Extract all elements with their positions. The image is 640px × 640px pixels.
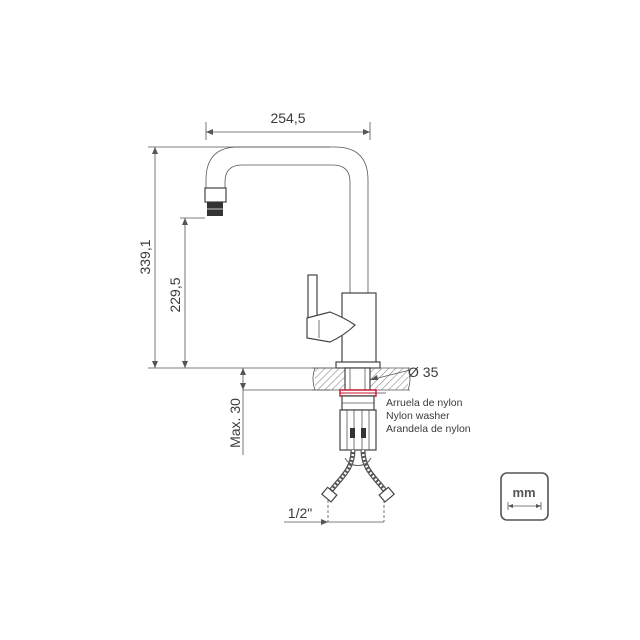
unit-label: mm: [512, 485, 535, 500]
lever-handle: [307, 274, 318, 320]
faucet: [204, 146, 381, 369]
fixing-nut: [339, 395, 377, 451]
total-height-label: 339,1: [137, 239, 153, 274]
hole-diameter-dimension: Ø 35: [369, 364, 439, 381]
hole-diameter-label: Ø 35: [408, 364, 439, 380]
washer-note-es: Arruela de nylon: [386, 397, 463, 409]
width-dimension: 254,5: [205, 110, 371, 140]
spout-outer: [205, 146, 369, 295]
spout-inner: [224, 164, 351, 295]
washer-note-en: Nylon washer: [386, 410, 450, 422]
spout-height-dimension: 229,5: [167, 217, 205, 368]
width-label: 254,5: [270, 110, 305, 126]
max-thickness-dimension: Max. 30: [227, 368, 330, 455]
total-height-dimension: 339,1: [137, 146, 345, 369]
faucet-base: [335, 361, 381, 369]
flexible-hoses: [320, 449, 396, 522]
max-thickness-label: Max. 30: [227, 398, 243, 448]
hose-thread-dimension: 1/2": [284, 505, 384, 525]
unit-badge: mm: [500, 472, 549, 521]
washer-note-pt: Arandela de nylon: [386, 423, 471, 435]
spout-height-label: 229,5: [167, 277, 183, 312]
nylon-washer: [339, 389, 386, 397]
aerator-upper: [204, 187, 227, 203]
countertop: [312, 367, 411, 391]
hose-thread-label: 1/2": [288, 505, 312, 521]
